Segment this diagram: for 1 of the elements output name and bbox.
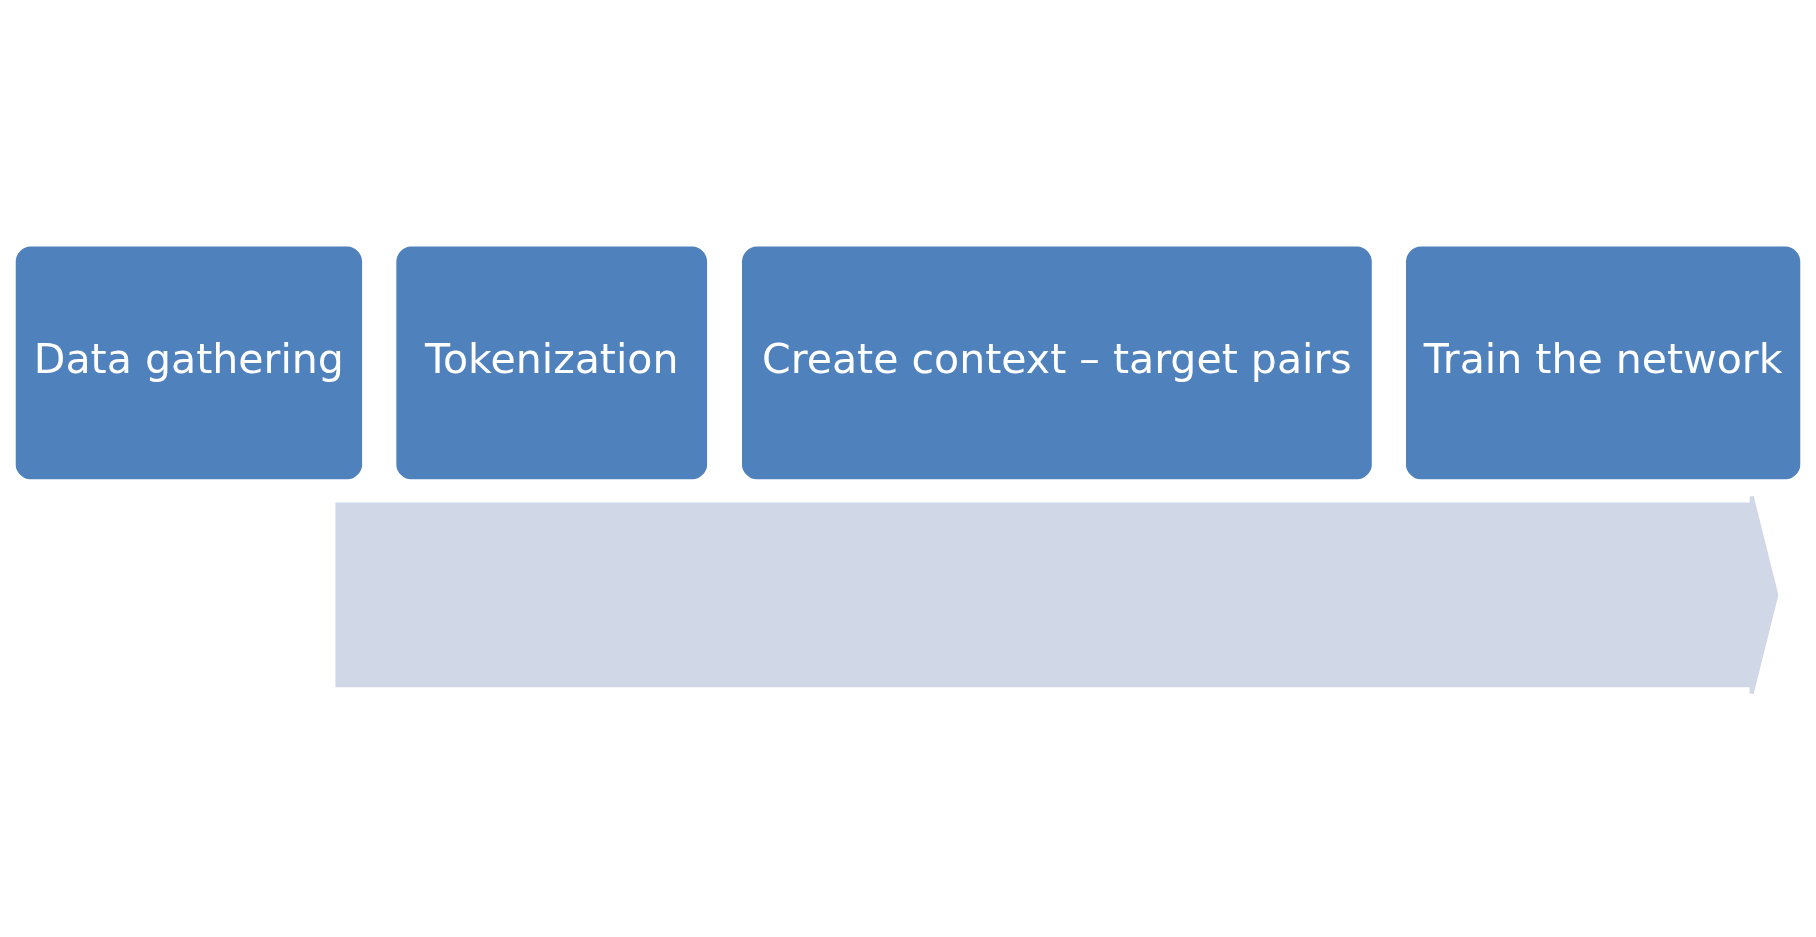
node-arrow xyxy=(335,493,1779,696)
